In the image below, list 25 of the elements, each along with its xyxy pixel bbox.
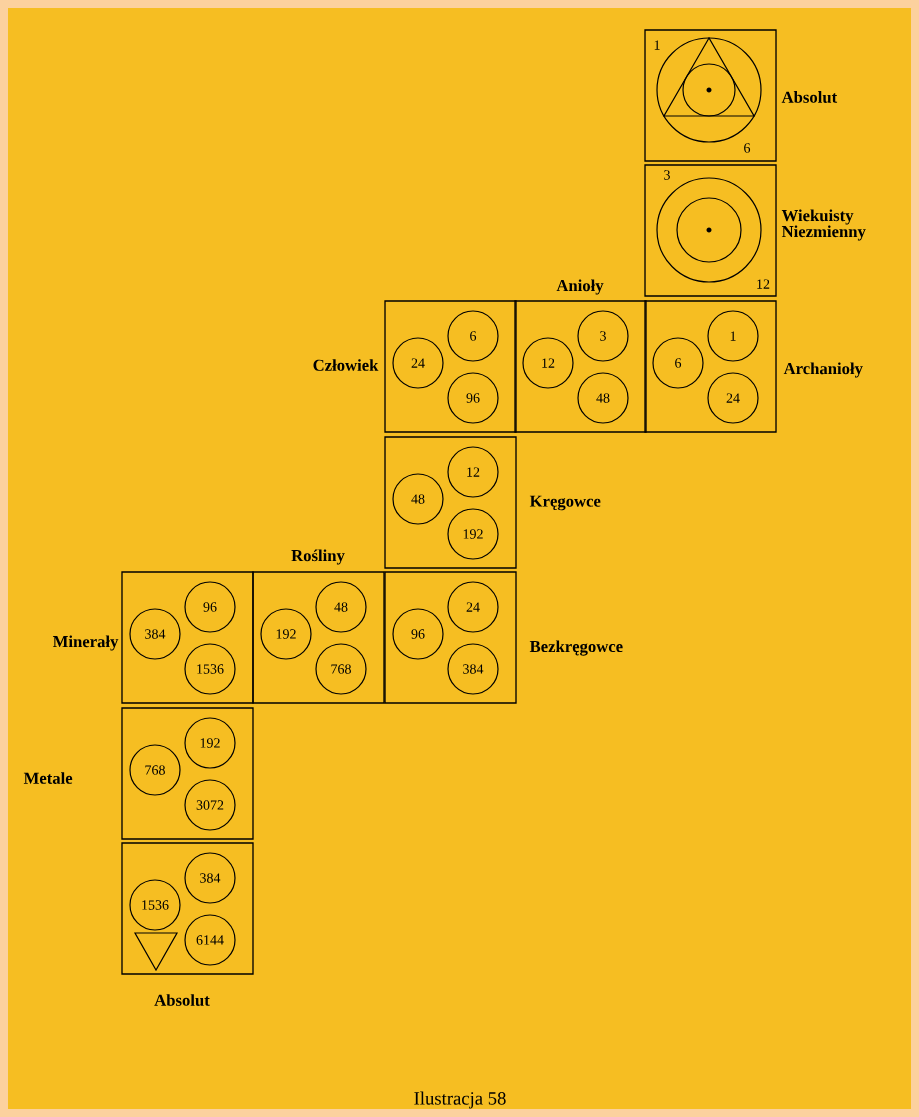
corner-number: 3: [664, 170, 670, 180]
category-label: Absolut: [781, 91, 838, 103]
caption: Ilustracja 58: [414, 1091, 506, 1109]
square-box: [252, 571, 385, 704]
category-label: Archanioły: [783, 362, 863, 378]
square-box: [121, 571, 254, 704]
corner-number: 12: [757, 279, 770, 289]
category-label: Absolut: [154, 994, 210, 1006]
category-label: Anioły: [556, 279, 604, 295]
category-label: Kręgowce: [529, 495, 601, 511]
square-box: [121, 707, 254, 840]
square-box: [121, 842, 254, 975]
category-label: Bezkręgowce: [529, 640, 623, 656]
corner-number: 1: [654, 40, 660, 50]
corner-number: 6: [744, 143, 751, 153]
square-box: [384, 300, 517, 433]
category-label: Człowiek: [313, 359, 379, 371]
square-box: [384, 436, 517, 569]
square-box: [384, 571, 517, 704]
category-label: Rośliny: [291, 549, 345, 565]
category-label: Wiekuisty Niezmienny: [781, 209, 866, 241]
square-box: [514, 300, 647, 433]
category-label: Minerały: [52, 635, 119, 651]
category-label: Metale: [23, 772, 73, 784]
square-box: [644, 300, 777, 433]
